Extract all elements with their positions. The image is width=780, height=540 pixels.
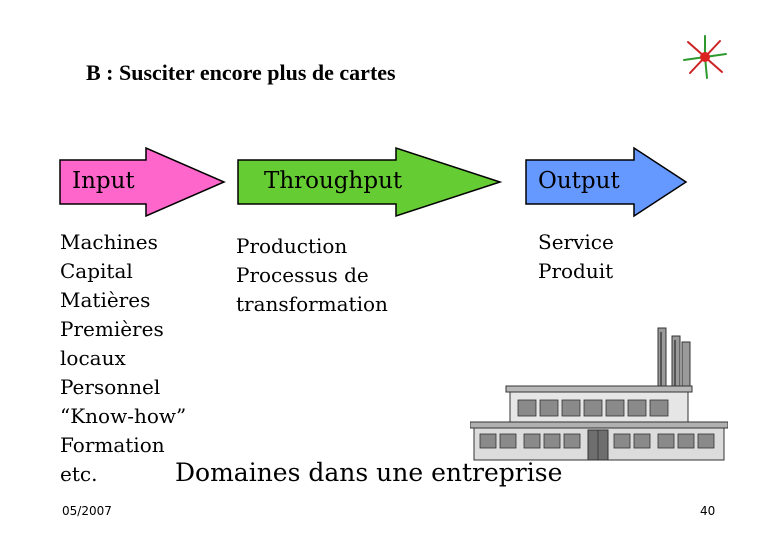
star-logo-icon: [683, 35, 727, 79]
input-item: Machines: [60, 230, 158, 254]
output-list: Service Produit: [538, 228, 614, 286]
input-item: “Know-how”: [60, 404, 187, 428]
output-item: Produit: [538, 259, 614, 283]
input-item: Formation: [60, 433, 165, 457]
input-item: locaux: [60, 346, 126, 370]
page-number: 40: [700, 504, 716, 518]
throughput-list: Production Processus de transformation: [236, 232, 388, 319]
input-item: Premières: [60, 317, 164, 341]
slide-title: B : Susciter encore plus de cartes: [86, 60, 396, 85]
input-arrow-label: Input: [72, 168, 135, 194]
throughput-item: Processus de: [236, 263, 369, 287]
input-item: Matières: [60, 288, 151, 312]
throughput-item: transformation: [236, 292, 388, 316]
output-arrow: [525, 146, 688, 218]
footer-date: 05/2007: [62, 504, 112, 518]
throughput-item: Production: [236, 234, 348, 258]
input-arrow: [59, 146, 226, 218]
factory-icon: [470, 327, 728, 461]
throughput-arrow-label: Throughput: [264, 168, 403, 194]
input-list: Machines Capital Matières Premières loca…: [60, 228, 186, 489]
input-item: etc.: [60, 462, 98, 486]
throughput-arrow: [237, 146, 503, 218]
output-arrow-label: Output: [538, 168, 620, 194]
output-item: Service: [538, 230, 614, 254]
input-item: Capital: [60, 259, 133, 283]
caption: Domaines dans une entreprise: [175, 458, 563, 487]
input-item: Personnel: [60, 375, 161, 399]
